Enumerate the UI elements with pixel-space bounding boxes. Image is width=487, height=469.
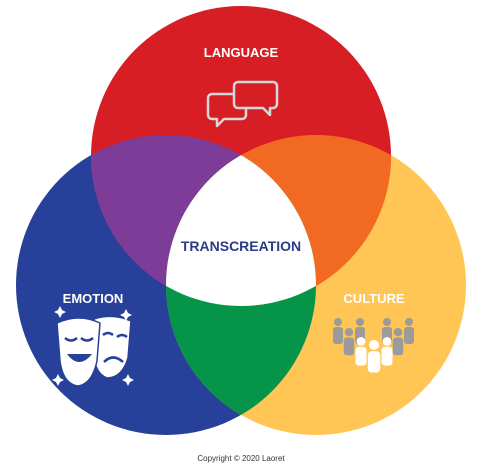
center-label: TRANSCREATION [181, 238, 301, 254]
person-figure [392, 328, 404, 356]
copyright-text: Copyright © 2020 Laoret [197, 454, 285, 463]
speech-bubbles-icon [206, 80, 279, 128]
emotion-label: EMOTION [63, 291, 124, 306]
language-label: LANGUAGE [204, 45, 279, 60]
theater-masks-icon [52, 306, 134, 387]
person-figure [343, 328, 355, 356]
person-figure [404, 318, 414, 344]
person-figure [355, 337, 367, 366]
person-figure [367, 340, 381, 373]
person-figure [333, 318, 343, 344]
person-figure [381, 337, 393, 366]
center-overlap [166, 135, 316, 306]
culture-label: CULTURE [343, 291, 404, 306]
crowd-people-icon [333, 318, 414, 373]
